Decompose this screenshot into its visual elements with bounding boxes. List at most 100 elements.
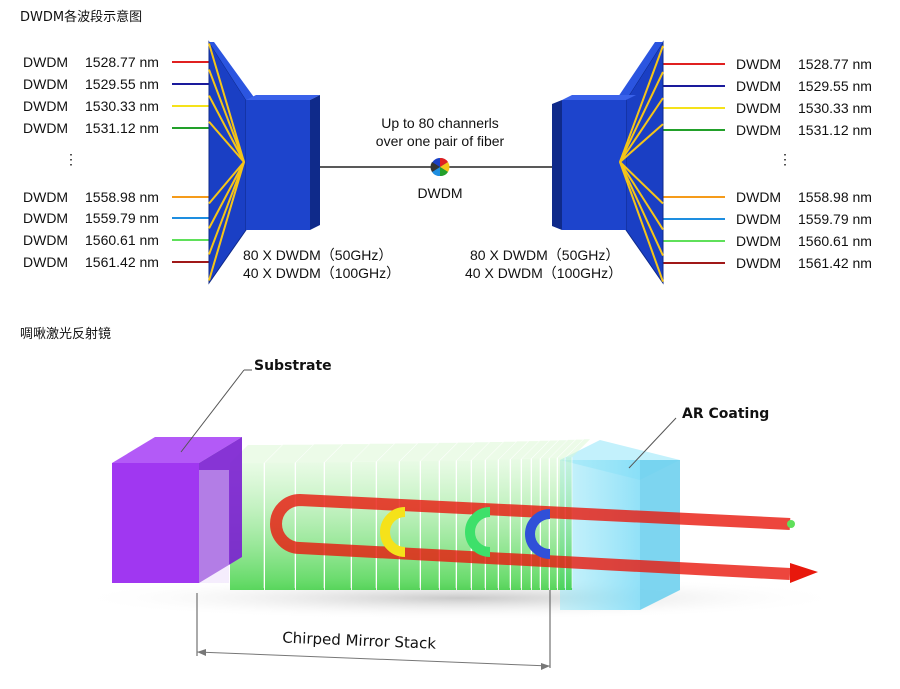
mirror-layer xyxy=(421,460,439,590)
left-fan-line xyxy=(208,161,245,281)
mirror-layer-top xyxy=(532,440,558,459)
beam-input-tip xyxy=(787,520,795,528)
substrate-block xyxy=(112,437,242,583)
mirror-layer-top xyxy=(421,442,457,461)
mirror-layer-top xyxy=(296,444,342,463)
right-channel-wavelength: 1529.55 nm xyxy=(798,78,872,94)
substrate-label: Substrate xyxy=(254,358,332,374)
fiber-node-label: DWDM xyxy=(417,185,462,201)
right-channel-name: DWDM xyxy=(736,233,781,249)
mirror-section-title: 啁啾激光反射镜 xyxy=(20,326,111,342)
right-mux-spec-line1: 80 X DWDM（50GHz） xyxy=(470,247,619,263)
mirror-layer-top xyxy=(499,441,528,460)
fiber-caption-line2: over one pair of fiber xyxy=(376,133,505,149)
left-fan-line xyxy=(208,161,245,255)
right-channel-wavelength: 1559.79 nm xyxy=(798,211,872,227)
loop-blue xyxy=(525,509,551,559)
right-fan-line xyxy=(619,71,664,163)
right-channel-wavelength: 1560.61 nm xyxy=(798,233,872,249)
mirror-layer-top xyxy=(541,440,567,459)
left-channel-wavelength: 1530.33 nm xyxy=(85,98,159,114)
left-channel-wavelength: 1558.98 nm xyxy=(85,189,159,205)
left-channel-name: DWDM xyxy=(23,76,68,92)
chirped-mirror-illustration xyxy=(70,369,850,670)
mirror-layer xyxy=(541,458,549,590)
mirror-layer xyxy=(352,461,376,590)
mirror-layer xyxy=(325,462,351,590)
right-channel-name: DWDM xyxy=(736,255,781,271)
left-fan-line xyxy=(208,161,245,205)
mirror-layer xyxy=(400,461,420,590)
right-channel-wavelength: 1558.98 nm xyxy=(798,189,872,205)
dwdm-section-title: DWDM各波段示意图 xyxy=(20,9,142,25)
right-channel-name: DWDM xyxy=(736,56,781,72)
chirped-stack-label: Chirped Mirror Stack xyxy=(282,629,437,653)
right-channel-name: DWDM xyxy=(736,189,781,205)
mirror-layer xyxy=(511,459,521,590)
mirror-layer-top xyxy=(511,441,539,460)
ar-coating-leader xyxy=(628,417,677,469)
right-channel-name: DWDM xyxy=(736,100,781,116)
right-fan-line xyxy=(619,161,664,257)
ar-coating-block xyxy=(560,440,680,610)
left-channel-wavelength: 1531.12 nm xyxy=(85,120,159,136)
mirror-layer-top xyxy=(486,441,516,460)
right-fan-line xyxy=(619,161,664,205)
left-fan-line xyxy=(208,95,245,163)
left-channel-wavelength: 1561.42 nm xyxy=(85,254,159,270)
right-channel-wavelength: 1531.12 nm xyxy=(798,122,872,138)
substrate-leader xyxy=(180,369,245,453)
left-fan-line xyxy=(208,121,245,163)
mirror-layer-top xyxy=(566,439,590,458)
right-channel-name: DWDM xyxy=(736,122,781,138)
right-channel-wavelength: 1528.77 nm xyxy=(798,56,872,72)
left-channel-wavelength: 1560.61 nm xyxy=(85,232,159,248)
mirror-layer-top xyxy=(265,444,313,463)
left-fan-line xyxy=(208,43,245,163)
mirror-layer-top xyxy=(230,445,282,463)
right-ellipsis: ⋮ xyxy=(778,151,792,167)
mirror-layer-top xyxy=(440,442,474,461)
right-fan-line xyxy=(619,97,664,163)
left-fan-line xyxy=(208,69,245,163)
right-fan-line xyxy=(619,161,664,231)
mirror-layer xyxy=(296,462,324,590)
mirror-layer-top xyxy=(325,444,369,463)
mirror-layer xyxy=(558,457,565,590)
left-multiplexer xyxy=(208,40,320,285)
left-channel-name: DWDM xyxy=(23,232,68,248)
mirror-layer xyxy=(522,458,531,590)
right-fan-line xyxy=(619,123,664,163)
left-channel-name: DWDM xyxy=(23,210,68,226)
left-channel-name: DWDM xyxy=(23,120,68,136)
mirror-layer xyxy=(566,457,572,590)
right-fan-line xyxy=(619,161,664,283)
left-channel-wavelength: 1528.77 nm xyxy=(85,54,159,70)
mirror-layer-top xyxy=(522,440,549,459)
fiber-caption-line1: Up to 80 channerls xyxy=(381,115,499,131)
left-channel-labels: DWDM 1528.77 nm DWDM 1529.55 nm DWDM 1530.33 … xyxy=(23,54,209,270)
wavelength-color-node xyxy=(430,157,450,177)
mirror-layer xyxy=(440,460,456,590)
right-channel-wavelength: 1530.33 nm xyxy=(798,100,872,116)
loop-yellow xyxy=(380,507,406,557)
beam-arrow-head xyxy=(790,563,818,583)
mirror-layer xyxy=(550,457,557,590)
right-channel-labels: DWDM 1528.77 nm DWDM 1529.55 nm DWDM 1530.33 … xyxy=(663,56,872,271)
right-mux-spec-line2: 40 X DWDM（100GHz） xyxy=(465,265,622,281)
left-channel-wavelength: 1559.79 nm xyxy=(85,210,159,226)
left-mux-spec-line2: 40 X DWDM（100GHz） xyxy=(243,265,400,281)
mirror-layer xyxy=(499,459,510,590)
mirror-layer-top xyxy=(377,443,417,462)
left-channel-name: DWDM xyxy=(23,254,68,270)
laser-beam xyxy=(270,493,818,583)
left-ellipsis: ⋮ xyxy=(64,151,78,167)
left-channel-name: DWDM xyxy=(23,98,68,114)
mirror-layer-top xyxy=(400,443,438,462)
left-mux-spec-line1: 80 X DWDM（50GHz） xyxy=(243,247,392,263)
left-channel-wavelength: 1529.55 nm xyxy=(85,76,159,92)
left-fan-lines xyxy=(208,43,245,281)
right-channel-name: DWDM xyxy=(736,78,781,94)
stack-dimension-bracket xyxy=(196,590,551,670)
